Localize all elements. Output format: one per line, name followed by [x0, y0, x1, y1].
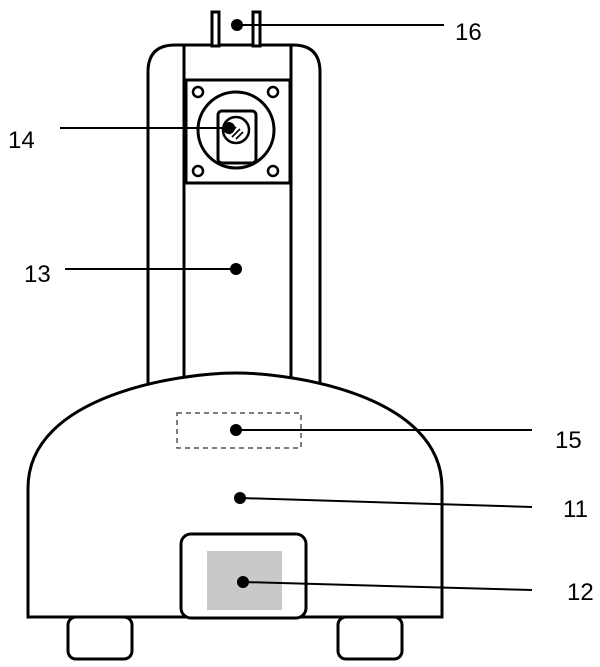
label-16: 16	[455, 19, 482, 46]
screw-bottom-left	[191, 164, 205, 178]
label-11: 11	[563, 496, 588, 523]
label-13: 13	[24, 261, 51, 288]
left-foot	[66, 615, 134, 661]
screw-top-left	[191, 85, 205, 99]
lens-hatch-2	[231, 128, 241, 138]
leader-line-12	[242, 581, 533, 591]
screw-bottom-right	[266, 164, 280, 178]
internal-component-outline	[176, 412, 302, 449]
label-15: 15	[555, 427, 582, 454]
connector-pin-right	[251, 10, 262, 48]
lens-hatch-3	[235, 131, 244, 140]
screw-top-right	[266, 85, 280, 99]
label-12: 12	[567, 579, 594, 606]
label-14: 14	[8, 127, 35, 154]
connector-pin-left	[210, 10, 221, 48]
right-foot	[336, 615, 404, 661]
leader-line-11	[239, 497, 533, 508]
